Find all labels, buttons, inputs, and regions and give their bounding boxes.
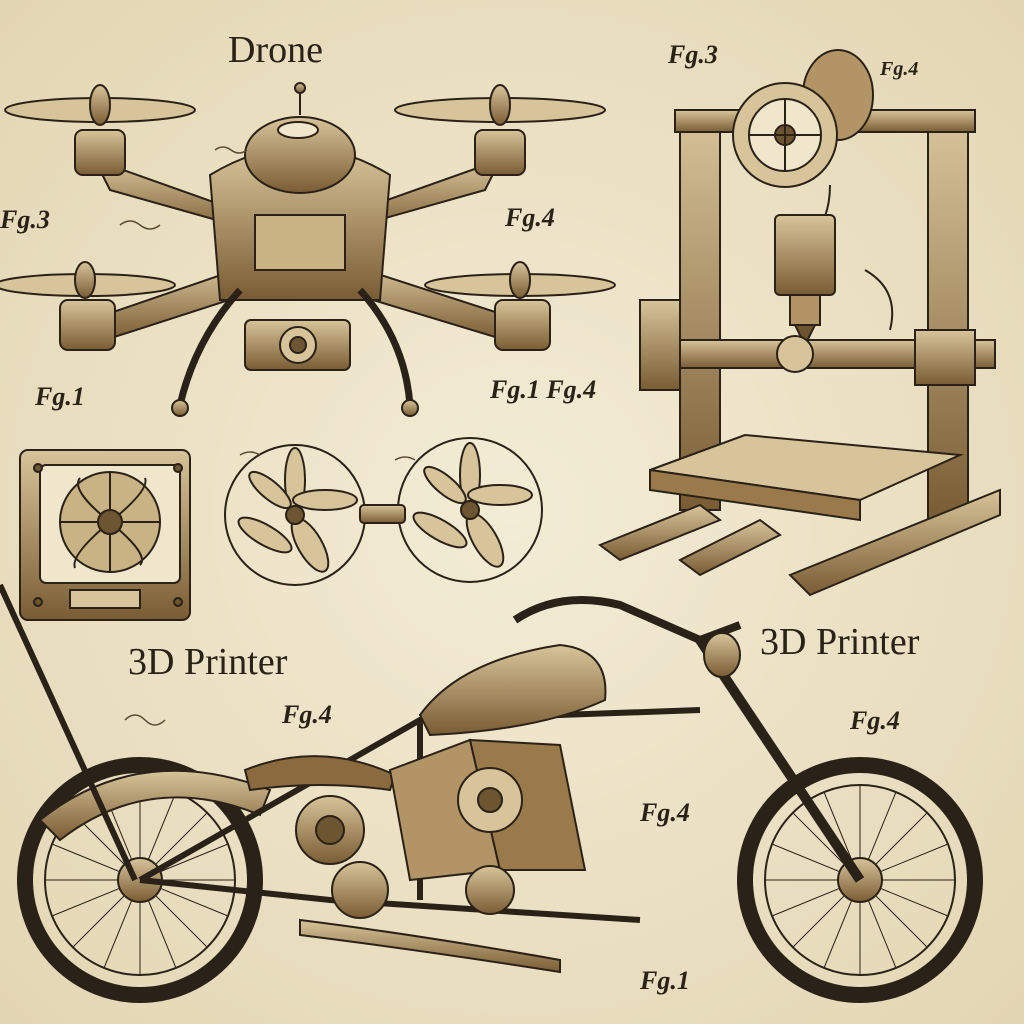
printer-upright-left — [679, 109, 721, 511]
drone-antenna-tip — [294, 82, 306, 94]
figure-label-fig3-top: Fg.3 — [668, 40, 718, 69]
figure-label-fig3-left: Fg.3 — [0, 205, 50, 234]
figure-label-fig4-moto-right: Fg.4 — [850, 706, 900, 735]
drone-core — [254, 214, 346, 271]
printer-title-left: 3D Printer — [128, 641, 288, 683]
printer-base-rail-mid — [678, 518, 782, 577]
drone-rotor-rear-left — [0, 261, 176, 351]
printer-right-motor — [914, 329, 976, 386]
drone-title: Drone — [228, 29, 323, 71]
drone-rotor-front-left — [4, 84, 196, 176]
drone-leg-right — [357, 287, 414, 406]
motorcycle-fuel-tank — [418, 643, 607, 737]
twin-propeller-illustration — [224, 437, 543, 586]
motorcycle-handlebar — [512, 596, 742, 645]
figure-label-fig1-drone: Fg.1 — [35, 382, 85, 411]
printer-title-right: 3D Printer — [760, 621, 920, 663]
motorcycle-engine — [295, 738, 587, 919]
figure-label-fig4-drone: Fg.4 — [505, 203, 555, 232]
motorcycle-headlight — [703, 632, 741, 678]
drone-dome — [244, 116, 356, 194]
ink-scribbles — [119, 146, 416, 726]
figure-label-fig4-moto-left: Fg.4 — [282, 700, 332, 729]
printer-left-motor — [639, 299, 681, 391]
drone-leg-left — [176, 287, 243, 406]
figure-label-fig4-moto-mid: Fg.4 — [640, 798, 690, 827]
printer-nozzle — [793, 324, 817, 348]
motorcycle-sissy-bar — [0, 583, 138, 882]
drone-rotor-front-right — [394, 84, 606, 176]
figure-label-fig1-bottom: Fg.1 — [640, 966, 690, 995]
motorcycle-rear-fender — [38, 769, 272, 842]
printer-gantry-carriage — [776, 335, 814, 373]
motorcycle-illustration — [0, 583, 983, 1003]
drone-illustration — [0, 82, 616, 417]
printer-cable — [864, 269, 894, 331]
printer-illustration — [597, 49, 1001, 597]
printer-filament-spool — [732, 49, 874, 188]
figure-label-fig1-fig4-mid: Fg.1 Fg.4 — [490, 375, 597, 404]
motorcycle-front-fork — [695, 637, 865, 883]
figure-label-fig4-top-right: Fg.4 — [880, 58, 919, 80]
printer-extruder — [774, 214, 836, 296]
drone-dome-window — [277, 121, 319, 139]
drone-foot-left — [171, 399, 189, 417]
drone-rotor-rear-right — [424, 261, 616, 351]
printer-base-rail-right — [788, 488, 1001, 597]
drone-foot-right — [401, 399, 419, 417]
printer-base-rail-left — [597, 503, 723, 562]
motorcycle-exhaust — [299, 918, 561, 974]
fan-module-illustration — [19, 449, 191, 621]
